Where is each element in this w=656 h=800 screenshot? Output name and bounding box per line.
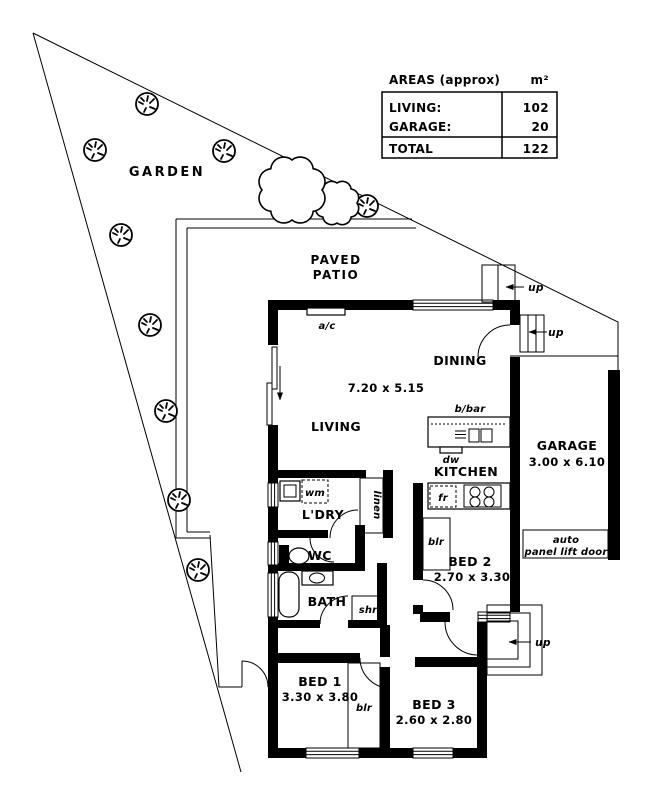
windows xyxy=(267,299,511,759)
areas-row-label: GARAGE: xyxy=(389,120,452,134)
exterior-walls xyxy=(268,300,520,758)
areas-table: AREAS (approx) m² LIVING: 102 GARAGE: 20… xyxy=(381,73,558,159)
window-bed2-rear xyxy=(477,611,511,623)
washing-machine-label: wm xyxy=(305,488,325,499)
room-label-bath: BATH xyxy=(308,594,347,609)
breakfast-bar-label: b/bar xyxy=(455,404,487,415)
bush-icon xyxy=(258,156,326,224)
window-wc xyxy=(267,541,279,566)
up-label: up xyxy=(528,282,544,294)
garage-structure: auto panel lift door xyxy=(510,355,620,560)
entry-steps-top: up xyxy=(481,264,544,303)
room-label-bed3: BED 3 xyxy=(412,697,456,712)
cooktop-icon xyxy=(463,484,502,508)
garage-door-label-line1: auto xyxy=(553,535,579,546)
sink-icon xyxy=(455,428,493,443)
tree-icon xyxy=(83,138,107,162)
room-label-bed1: BED 1 xyxy=(298,674,342,689)
room-label-dining: DINING xyxy=(433,353,486,368)
tree-icon xyxy=(212,139,236,163)
room-label-bed2: BED 2 xyxy=(448,554,492,569)
tree-icon xyxy=(135,92,159,116)
areas-row-label: LIVING: xyxy=(389,101,442,115)
up-label: up xyxy=(535,637,551,649)
kitchen-rear-bench: fr xyxy=(427,482,511,510)
room-dims-living: 7.20 x 5.15 xyxy=(348,381,425,395)
areas-total-label: TOTAL xyxy=(389,142,433,156)
areas-table-title: AREAS (approx) xyxy=(389,73,500,87)
door-swings xyxy=(309,324,511,689)
fridge-label: fr xyxy=(438,493,449,504)
dishwasher-label: dw xyxy=(443,455,460,466)
bed2-robe: blr xyxy=(422,517,451,571)
tree-icon xyxy=(154,399,178,423)
kitchen-island-bench: b/bar dw xyxy=(427,404,511,466)
room-label-laundry: L'DRY xyxy=(302,507,345,522)
linen-label: linen xyxy=(371,491,382,520)
garden-bushes xyxy=(258,156,360,226)
garden-label: GARDEN xyxy=(129,165,205,180)
room-label-wc: WC xyxy=(308,548,332,563)
ac-unit: a/c xyxy=(306,307,346,332)
window-dining xyxy=(412,299,494,311)
tree-icon xyxy=(167,488,191,512)
bath-fixtures: shr xyxy=(278,570,386,623)
laundry-fixtures: wm xyxy=(279,479,329,504)
bed1-robe: blr xyxy=(347,662,381,749)
patio-label-line1: PAVED xyxy=(310,253,361,267)
robe-label: blr xyxy=(428,537,445,548)
areas-table-unit: m² xyxy=(530,73,549,87)
room-label-kitchen: KITCHEN xyxy=(434,464,498,479)
room-label-garage: GARAGE xyxy=(537,438,597,453)
rear-steps: up xyxy=(486,604,551,676)
window-bed1 xyxy=(305,747,360,759)
room-dims-bed2: 2.70 x 3.30 xyxy=(434,570,511,584)
sliding-door xyxy=(266,346,283,426)
room-label-living: LIVING xyxy=(311,419,361,434)
patio-label-line2: PATIO xyxy=(313,268,359,282)
areas-total-value: 122 xyxy=(523,142,549,156)
window-laundry xyxy=(267,482,279,508)
tree-icon xyxy=(138,313,162,337)
ac-label: a/c xyxy=(319,321,336,332)
room-dims-bed1: 3.30 x 3.80 xyxy=(282,690,359,704)
window-bath xyxy=(267,572,279,618)
property-boundary xyxy=(32,32,619,773)
entry-steps-side: up xyxy=(519,314,564,353)
linen-closet: linen xyxy=(359,477,384,534)
room-dims-bed3: 2.60 x 2.80 xyxy=(396,713,473,727)
tree-icon xyxy=(186,558,210,582)
up-label: up xyxy=(548,327,564,339)
tree-icon xyxy=(109,223,133,247)
window-bed3 xyxy=(412,747,454,759)
interior-walls xyxy=(268,470,477,748)
room-dims-garage: 3.00 x 6.10 xyxy=(529,455,606,469)
shower-label: shr xyxy=(359,605,378,616)
areas-row-value: 102 xyxy=(523,101,549,115)
garage-door-label-line2: panel lift door xyxy=(523,547,608,558)
robe-label: blr xyxy=(356,703,373,714)
areas-row-value: 20 xyxy=(532,120,550,134)
toilet-icon xyxy=(279,545,310,567)
